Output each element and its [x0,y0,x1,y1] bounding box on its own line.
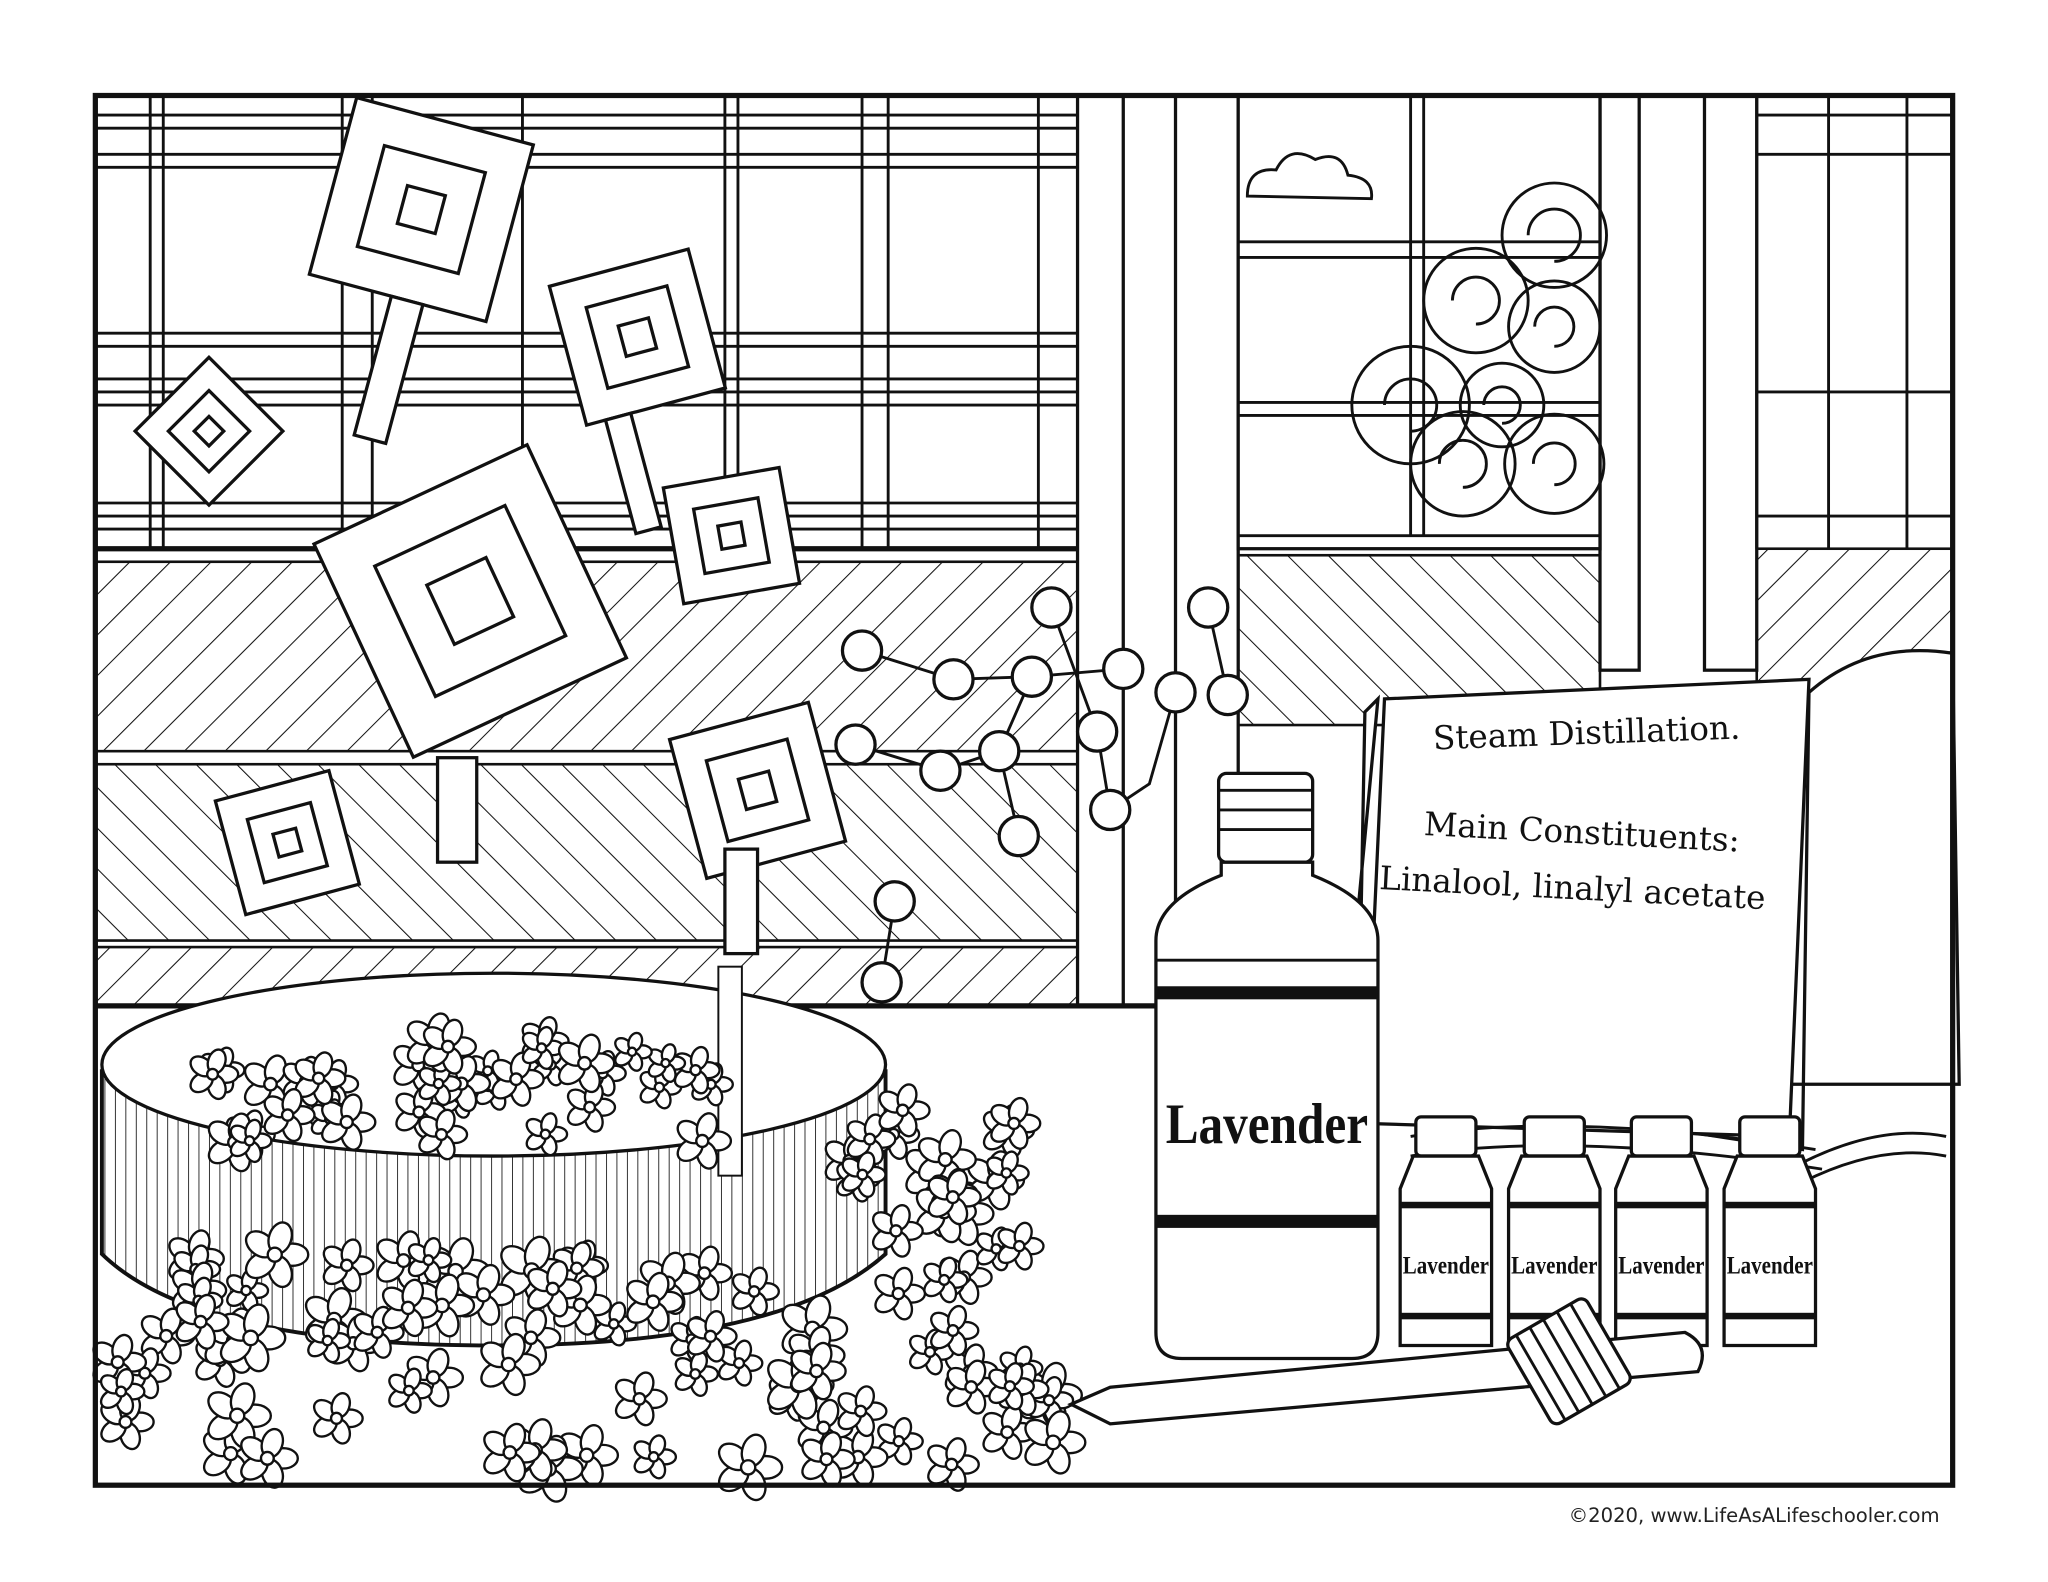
lavender-flower [930,1304,980,1357]
lavender-flower [614,1371,668,1427]
lavender-flower [263,1088,316,1143]
lavender-flower [307,1317,352,1364]
lavender-flower [674,1351,720,1397]
lavender-flower [846,1113,897,1165]
large-lavender-bottle: Lavender [1154,771,1380,1361]
lavender-flower [381,1278,439,1338]
steam-swirls [1350,181,1608,518]
lavender-flower [99,1367,146,1416]
lavender-flower [639,1065,683,1110]
lavender-flower [927,1169,982,1226]
lavender-flower [480,1332,542,1397]
lavender-flower [790,1341,847,1401]
lavender-flower [986,1150,1030,1196]
lavender-flower [717,1433,784,1502]
lavender-flower [997,1221,1045,1271]
lavender-flower [841,1151,887,1199]
lavender-flower [687,1310,738,1363]
dropper [1067,1297,1704,1426]
small-bottle: Lavender [1722,1115,1818,1348]
lavender-flower [1024,1410,1087,1475]
large-bottle-label: Lavender [1166,1093,1368,1156]
lavender-flower [483,1422,541,1483]
lavender-flower [874,1266,927,1321]
lavender-flower [878,1083,931,1138]
lavender-flower [525,1112,569,1157]
lavender-flower [219,1303,287,1373]
small-bottle-label: Lavender [1403,1253,1489,1280]
page-frame [92,92,1956,1488]
lavender-flower [521,1025,565,1070]
lavender-flower [566,1081,617,1133]
lavender-flower [731,1266,780,1317]
lavender-flower [676,1112,733,1170]
lavender-flower [175,1293,230,1350]
lavender-flower [322,1238,375,1293]
lavender-flower [927,1437,980,1492]
lavender-flower [240,1427,299,1489]
lavender-flower [418,1108,469,1161]
lavender-flower [877,1417,924,1466]
lavender-flower [422,1018,478,1075]
lavender-flower [801,1431,856,1488]
lavender-flower [871,1204,924,1258]
lavender-flower [207,1382,273,1450]
lavender-flower [990,1096,1042,1150]
scent-spirals [132,95,848,956]
lavender-flower [229,1118,273,1164]
lavender-flower [140,1307,196,1365]
lavender-flower [673,1045,721,1095]
lavender-flower [407,1237,453,1284]
lavender-flower [294,1051,347,1106]
lavender-flower [982,1404,1036,1460]
open-book: Steam Distillation. Main Constituents: L… [1343,649,1961,1184]
small-bottles: Lavender Lavender Lavender Lavender [1398,1115,1818,1348]
lavender-flower [626,1271,685,1332]
lavender-flower [614,1031,653,1072]
molecule-diagram [834,586,1249,1004]
lavender-flower [388,1367,433,1414]
small-bottle: Lavender [1506,1115,1602,1348]
lavender-flower [189,1048,240,1101]
lavender-flower [837,1385,888,1438]
small-bottle-label: Lavender [1618,1253,1704,1280]
small-bottle: Lavender [1614,1115,1709,1348]
lavender-flower [647,1043,687,1083]
lavender-flower [527,1260,583,1318]
lavender-flower [718,1339,764,1387]
small-bottle-label: Lavender [1511,1253,1597,1280]
window-right [1236,93,1953,551]
lavender-flower [557,1033,616,1094]
lavender-flower [244,1221,310,1289]
lavender-flower [321,1093,377,1151]
lavender-flower [923,1256,969,1304]
lavender-flowers [92,1012,1087,1503]
lavender-flower [988,1362,1035,1411]
lavender-flower [312,1391,364,1445]
lavender-flower [917,1129,977,1191]
cloud-icon [1245,152,1374,201]
small-bottle: Lavender [1398,1115,1494,1348]
copyright-footer: ©2020, www.LifeAsALifeschooler.com [1569,1504,1940,1527]
lavender-flower [633,1434,678,1480]
small-bottle-label: Lavender [1727,1253,1813,1280]
